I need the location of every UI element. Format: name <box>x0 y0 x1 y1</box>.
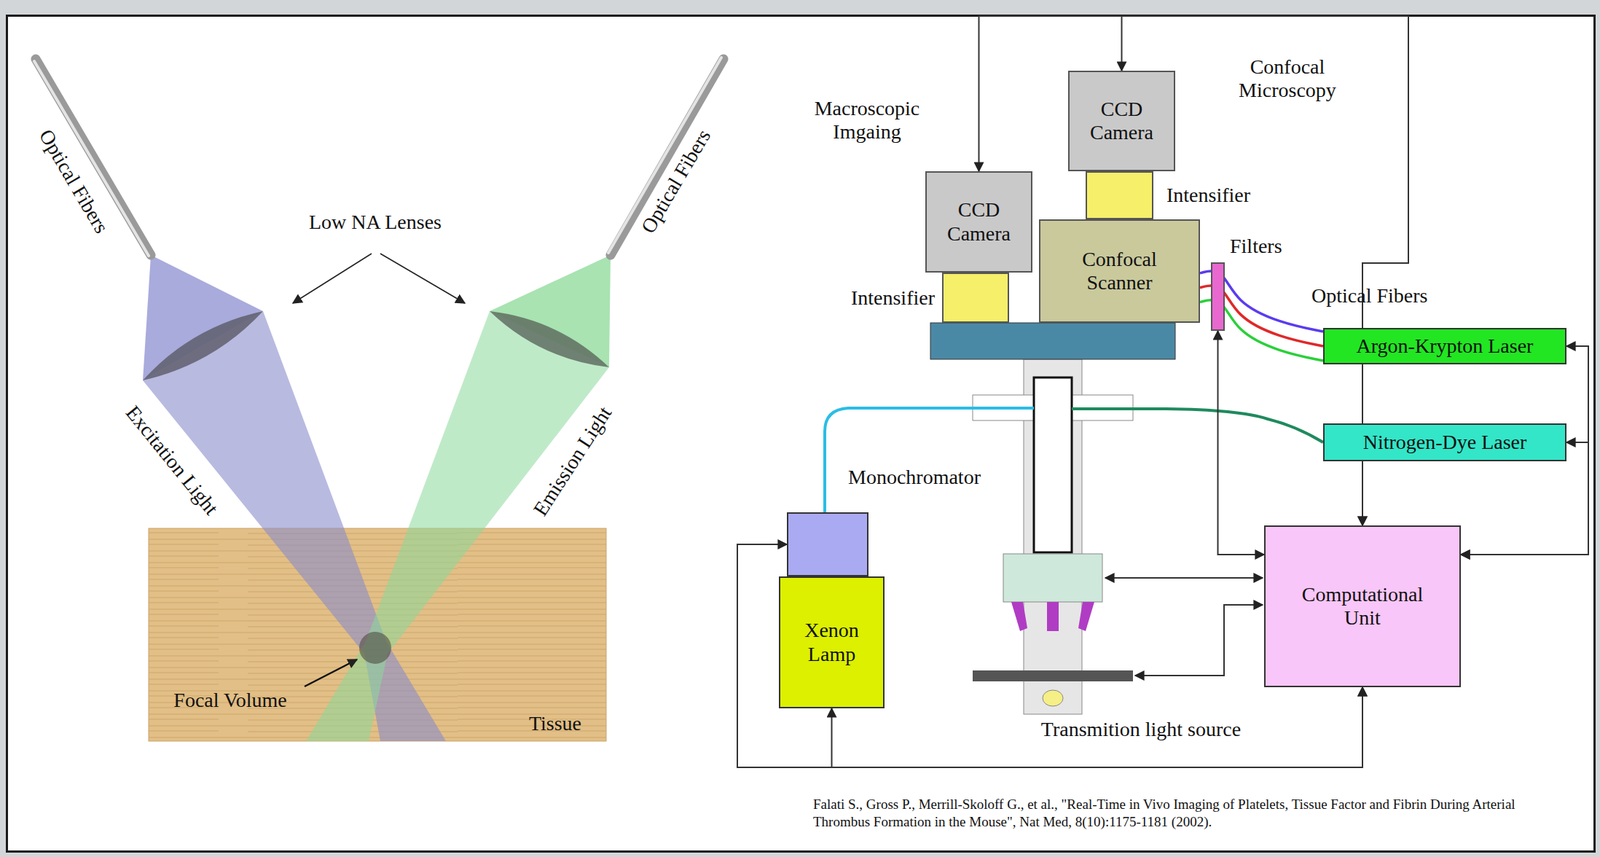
objective-lens <box>1046 601 1059 631</box>
control-wire <box>1218 330 1265 555</box>
computer-box: Computational Unit <box>1264 525 1461 688</box>
wire-path <box>1218 330 1265 555</box>
leader-line <box>292 253 372 304</box>
objective-turret <box>1003 553 1103 602</box>
text-label: Confocal Microscopy <box>1218 55 1357 103</box>
node-label: Filters <box>1229 234 1283 258</box>
fiber-highlight <box>34 61 149 256</box>
node-label: Intensifier <box>851 285 935 309</box>
node-label: Intensifier <box>1166 183 1251 207</box>
optical-fiber <box>610 59 724 256</box>
control-wire <box>1135 604 1263 676</box>
citation: Falati S., Gross P., Merrill-Skoloff G.,… <box>813 795 1535 831</box>
confocal-scanner: Confocal Scanner <box>1038 219 1200 323</box>
text-label: Optical Fibers <box>636 125 716 238</box>
fiber-cable <box>824 408 1034 513</box>
fiber-highlight <box>608 57 722 253</box>
ccd-camera: CCD Camera <box>925 171 1033 273</box>
control-wire <box>832 687 1364 768</box>
specimen-stage <box>972 670 1133 682</box>
node-label: Confocal Scanner <box>1061 247 1179 295</box>
text-label: Optical Fibers <box>34 125 113 238</box>
text-label: Low NA Lenses <box>308 210 442 234</box>
filter-bar: Filters <box>1210 262 1225 331</box>
text-label: Macroscopic Imgaing <box>794 96 940 144</box>
wire-path <box>832 687 1364 768</box>
control-wire <box>1105 577 1263 579</box>
text-label: Emission Light <box>528 402 618 521</box>
node-label: CCD Camera <box>1069 97 1174 145</box>
node-label: CCD Camera <box>926 198 1031 245</box>
node-label: Xenon Lamp <box>780 618 884 666</box>
node-label: Computational Unit <box>1289 582 1436 630</box>
emission-beam <box>306 311 610 741</box>
node-label: Argon-Krypton Laser <box>1356 334 1534 358</box>
text-label: Transmition light source <box>1041 717 1241 741</box>
light-path <box>1033 377 1072 553</box>
camera-plate <box>930 322 1176 360</box>
excitation-cone <box>142 255 264 381</box>
fiber-cable <box>1071 408 1324 443</box>
leader-line <box>304 659 358 687</box>
laser-box: Argon-Krypton Laser <box>1323 327 1567 365</box>
lens <box>489 311 610 368</box>
text-label: Optical Fibers <box>1311 284 1428 308</box>
laser-box: Nitrogen-Dye Laser <box>1323 423 1567 462</box>
transmission-lamp <box>1042 689 1064 707</box>
emission-cone <box>489 255 611 368</box>
lamp-box: Xenon Lamp <box>778 576 885 709</box>
leader-line <box>380 253 465 304</box>
monochromator-box: Monochromator <box>786 512 869 577</box>
intensifier: Intensifier <box>1085 171 1154 220</box>
objective-lens <box>1011 601 1028 631</box>
node-label: Monochromator <box>848 465 981 489</box>
node-label: Nitrogen-Dye Laser <box>1363 430 1528 454</box>
text-label: Excitation Light <box>120 401 223 520</box>
node-label: Tissue <box>528 711 582 736</box>
ccd-camera: CCD Camera <box>1068 70 1176 172</box>
text-label: Focal Volume <box>173 688 287 712</box>
objective-lens <box>1078 601 1095 631</box>
focal-volume <box>359 631 392 664</box>
intensifier: Intensifier <box>942 272 1010 323</box>
excitation-beam <box>142 311 446 741</box>
lens <box>142 311 264 381</box>
